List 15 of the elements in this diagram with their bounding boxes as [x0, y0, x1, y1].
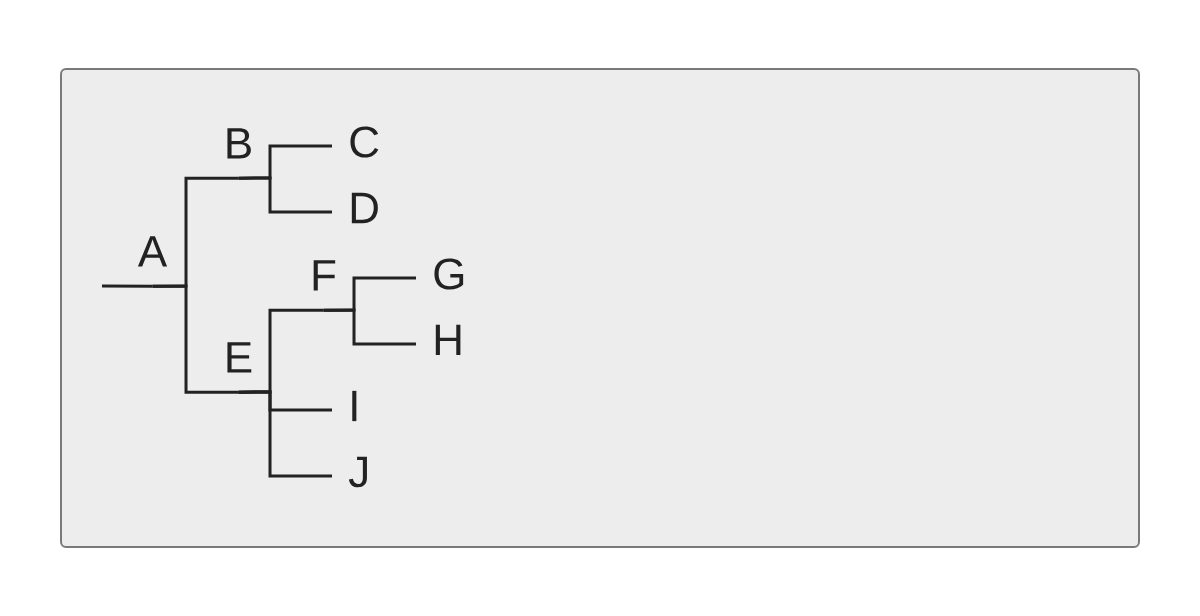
branch-line [238, 176, 332, 214]
branch-label: A [137, 236, 168, 267]
branch-label: E [227, 342, 252, 373]
branch-line [238, 390, 332, 478]
leaf-label: C [350, 126, 379, 158]
leaf-label: I [352, 390, 357, 422]
leaf-label: D [351, 192, 378, 224]
leaf-label: H [435, 324, 461, 356]
branch-line [152, 284, 239, 394]
leaf-label: J [348, 456, 367, 488]
leaf-label: G [434, 258, 464, 290]
branch-line [102, 284, 153, 288]
branch-line [323, 308, 416, 346]
branch-label: F [313, 260, 336, 291]
branch-label: B [227, 128, 251, 159]
